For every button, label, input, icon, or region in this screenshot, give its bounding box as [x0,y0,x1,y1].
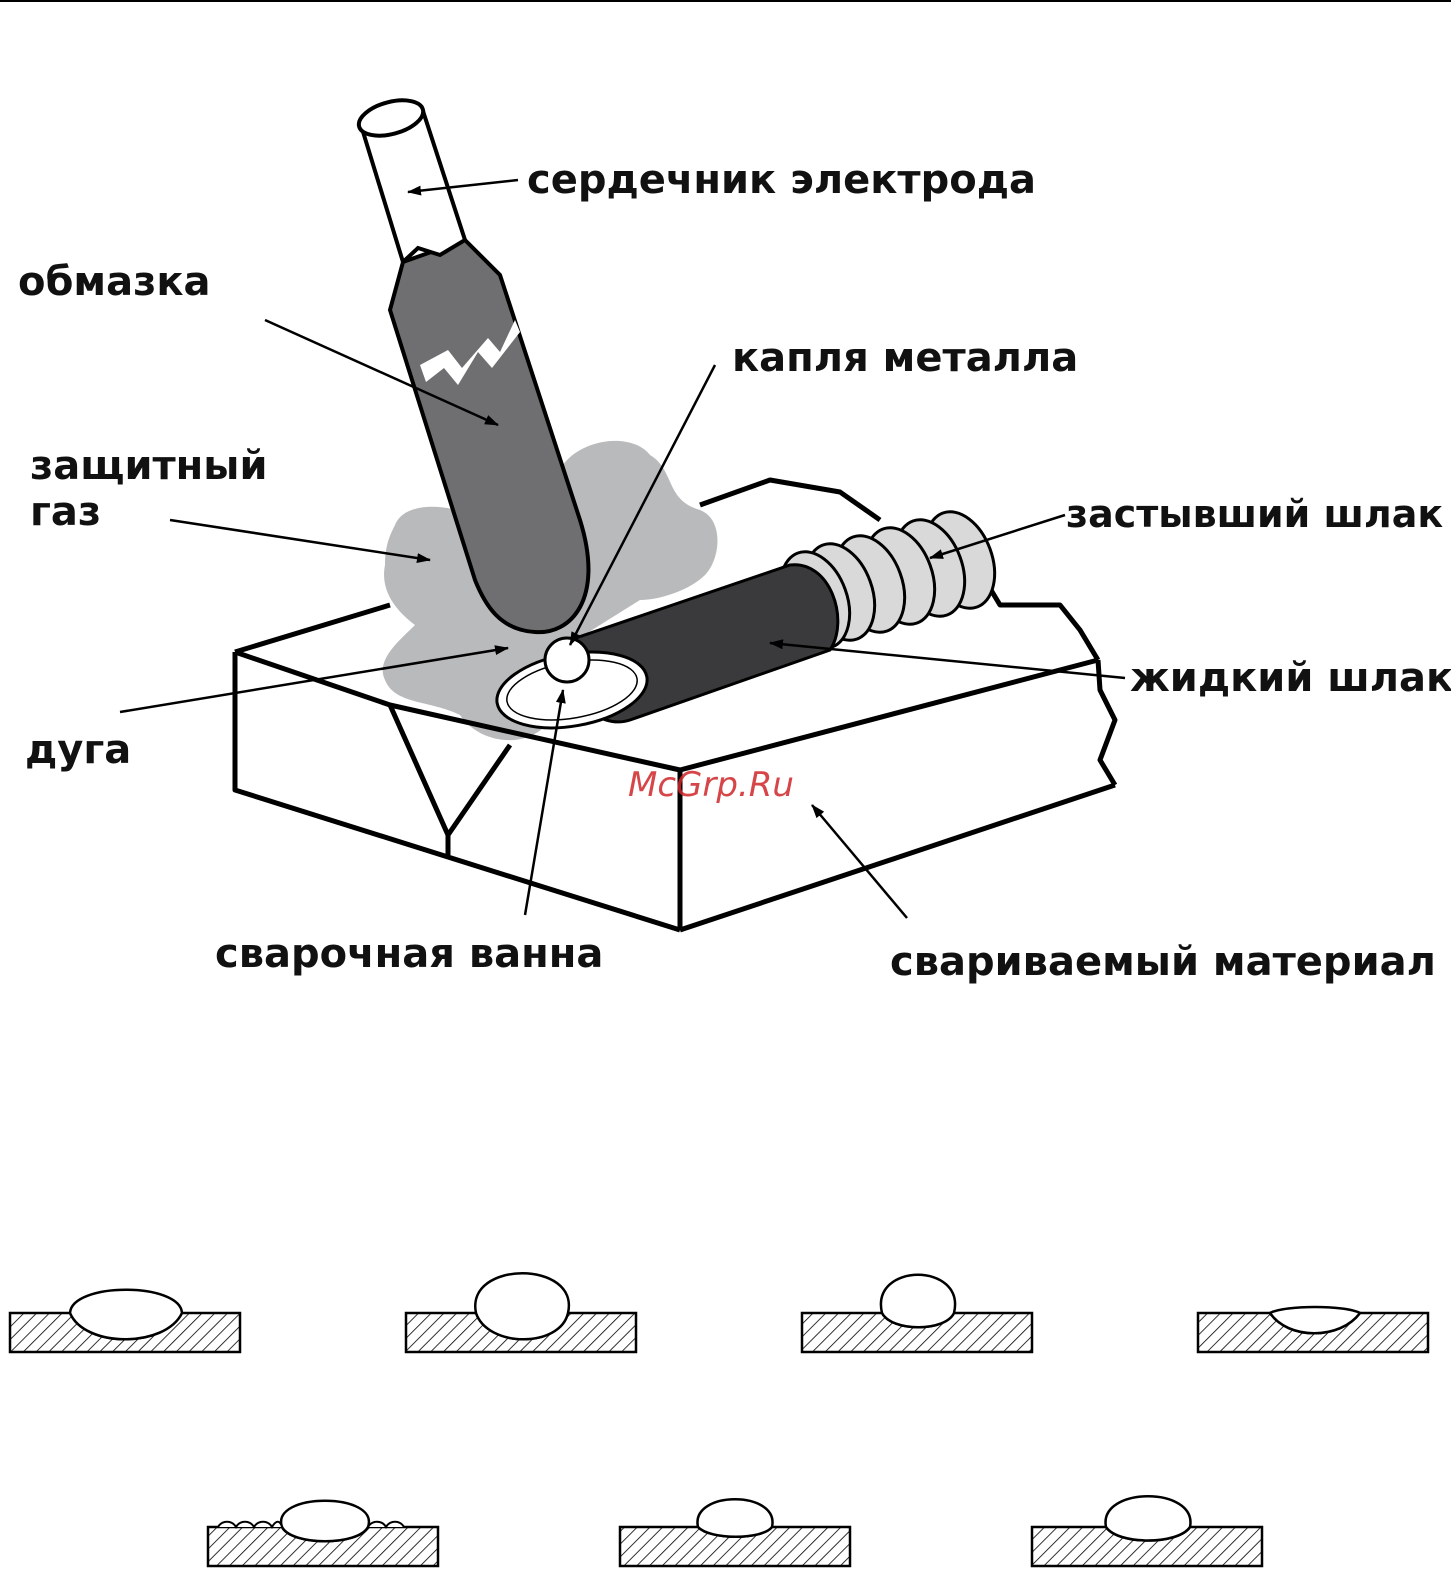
label-liquid-slag: жидкий шлак [1130,656,1451,700]
label-shielding-gas-line1: защитный [30,444,268,488]
weld-profile-2 [406,1273,636,1352]
label-shielding-gas-line2: газ [30,490,101,534]
weld-profile-3 [802,1275,1032,1352]
watermark: McGrp.Ru [628,766,794,804]
label-base-material: свариваемый материал [890,940,1436,984]
label-weld-pool: сварочная ванна [215,932,603,976]
weld-profile-4 [1198,1307,1428,1352]
weld-profile-5 [208,1501,438,1566]
leader-liquid-slag [770,643,1125,678]
weld-profile-6 [620,1499,850,1566]
label-solidified-slag: застывший шлак [1066,492,1443,536]
label-electrode-core: сердечник электрода [527,158,1036,202]
label-arc: дуга [25,728,131,772]
weld-profile-7 [1032,1496,1262,1566]
label-coating: обмазка [18,260,210,304]
weld-profile-1 [10,1290,240,1352]
label-metal-drop: капля металла [732,336,1078,380]
metal-drop [545,638,589,682]
